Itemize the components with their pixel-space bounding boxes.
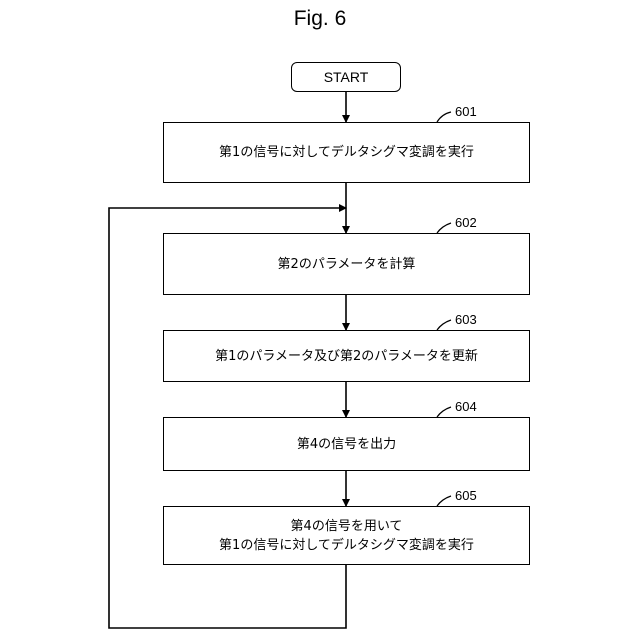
step-box-601: 第1の信号に対してデルタシグマ変調を実行: [163, 122, 530, 183]
step-605-text-line-1: 第4の信号を用いて: [291, 517, 403, 536]
step-number-602: 602: [455, 216, 477, 230]
step-603-text: 第1のパラメータ及び第2のパラメータを更新: [215, 347, 478, 366]
leader-604: [437, 407, 451, 417]
leader-601: [437, 112, 451, 122]
step-number-603: 603: [455, 313, 477, 327]
leader-605: [437, 496, 451, 506]
step-605-text-line-2: 第1の信号に対してデルタシグマ変調を実行: [219, 536, 474, 555]
step-602-text: 第2のパラメータを計算: [278, 255, 416, 274]
step-number-601: 601: [455, 105, 477, 119]
step-box-603: 第1のパラメータ及び第2のパラメータを更新: [163, 330, 530, 382]
start-terminal: START: [291, 62, 401, 92]
start-label: START: [324, 69, 369, 85]
leader-603: [437, 320, 451, 330]
step-601-text: 第1の信号に対してデルタシグマ変調を実行: [219, 143, 474, 162]
step-number-605: 605: [455, 489, 477, 503]
step-box-605: 第4の信号を用いて 第1の信号に対してデルタシグマ変調を実行: [163, 506, 530, 565]
step-604-text: 第4の信号を出力: [297, 435, 396, 454]
step-number-604: 604: [455, 400, 477, 414]
leader-602: [437, 223, 451, 233]
step-box-604: 第4の信号を出力: [163, 417, 530, 471]
step-box-602: 第2のパラメータを計算: [163, 233, 530, 295]
